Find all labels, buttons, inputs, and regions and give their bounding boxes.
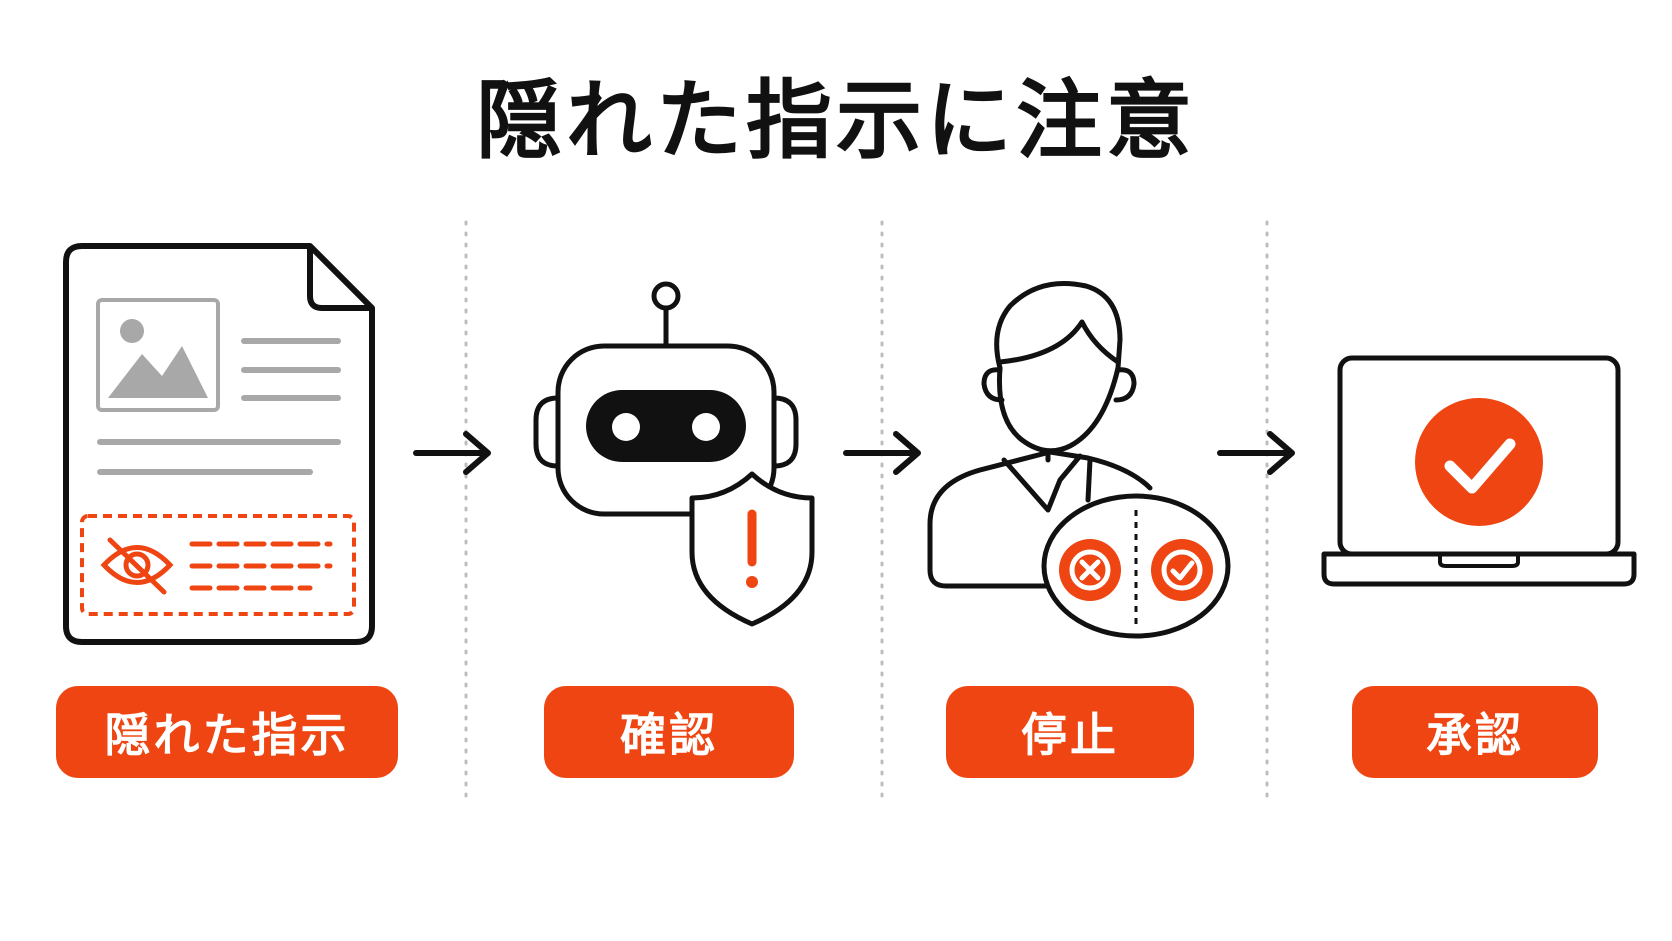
image-placeholder-icon: [96, 298, 220, 412]
arrow-right-icon: [413, 431, 491, 475]
decision-bubble: [1041, 493, 1231, 639]
robot-icon: [533, 281, 799, 517]
reject-x-icon: [1059, 539, 1121, 601]
eye-slash-icon: [100, 537, 174, 595]
arrow-right-icon: [1217, 431, 1295, 475]
success-check-icon: [1415, 398, 1543, 526]
step-dividers: [464, 220, 1269, 802]
step-label-stop: 停止: [946, 686, 1194, 778]
hidden-text-box: [80, 514, 356, 616]
robot-shield-warning-icon: [533, 281, 815, 627]
person-icon: [927, 281, 1153, 589]
step-label-hidden-instruction: 隠れた指示: [56, 686, 398, 778]
hidden-instruction-document-icon: [63, 243, 375, 645]
shield-warning-icon: [689, 471, 815, 627]
step-label-confirm: 確認: [544, 686, 794, 778]
approve-check-icon: [1151, 539, 1213, 601]
laptop-checkmark-icon: [1321, 355, 1637, 587]
step-label-approve: 承認: [1352, 686, 1598, 778]
person-decision-icon: [927, 281, 1231, 639]
text-lines: [97, 338, 341, 475]
page-title: 隠れた指示に注意: [476, 71, 1196, 171]
arrow-right-icon: [843, 431, 921, 475]
